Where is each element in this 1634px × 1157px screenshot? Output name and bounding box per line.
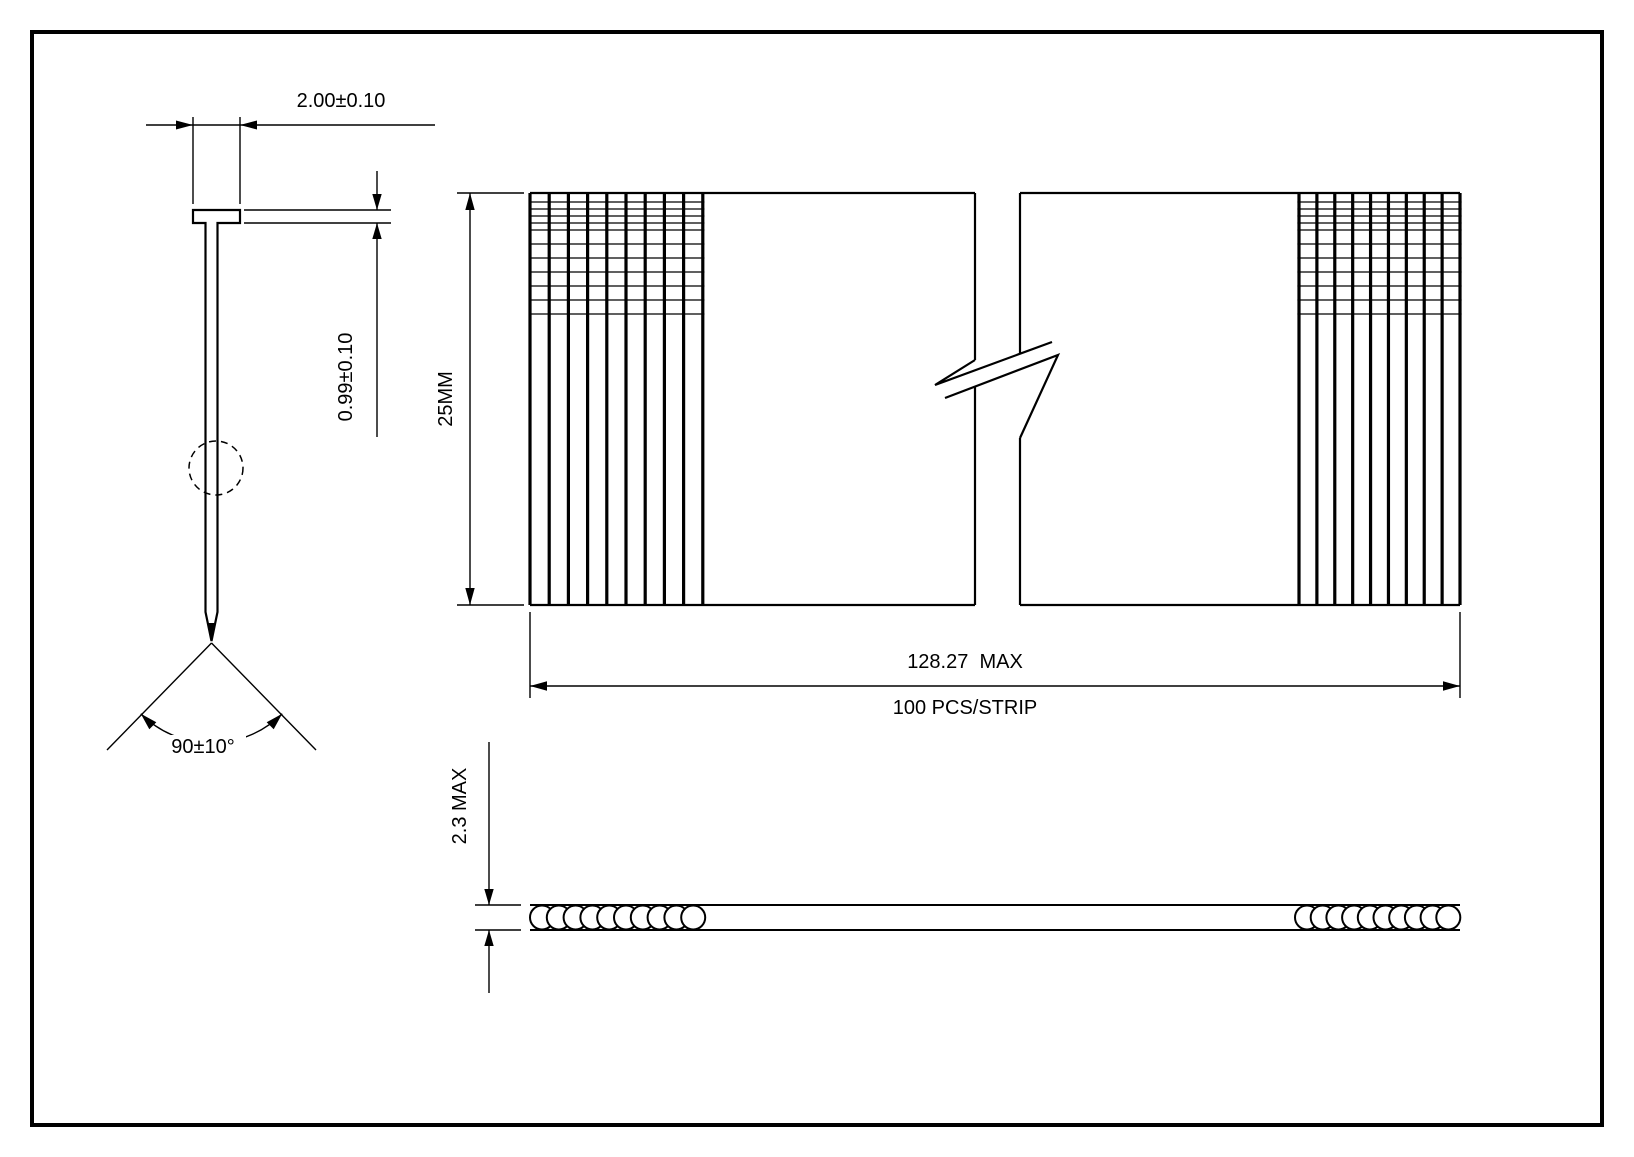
arrow-arc-left-icon — [140, 713, 157, 730]
collation-lines-left — [528, 201, 705, 315]
angle-text-mask — [160, 735, 246, 759]
arrow-up-icon — [484, 930, 494, 946]
arrow-left-icon — [530, 681, 547, 691]
arrow-down-icon — [372, 194, 382, 210]
strip-top-view — [529, 904, 1462, 931]
strip-outline-right — [1018, 191, 1460, 607]
dim-head-width: 2.00±0.10 — [146, 90, 435, 204]
arrow-right-icon — [1443, 681, 1460, 691]
nail-outline — [191, 208, 242, 642]
nail-columns-left — [528, 193, 705, 605]
tip-angle-dim-text: 90±10° — [171, 736, 234, 758]
head-circles-right — [1294, 904, 1462, 931]
dim-strip-height: 25MM — [435, 192, 524, 606]
head-width-dim-text: 2.00±0.10 — [297, 90, 386, 112]
strip-outline-left — [530, 191, 977, 607]
dim-strip-length: 128.27 MAX 100 PCS/STRIP — [529, 612, 1461, 719]
strip-front-view — [528, 191, 1462, 607]
strip-thickness-dim-text: 2.3 MAX — [449, 768, 471, 845]
arrow-right-icon — [240, 120, 257, 130]
head-circles-left — [529, 904, 707, 931]
collation-lines-right — [1297, 201, 1462, 315]
dim-tip-angle: 90±10° — [106, 642, 317, 759]
arrow-down-icon — [484, 889, 494, 905]
head-thickness-dim-text: 0.99±0.10 — [335, 333, 357, 422]
nail-tip — [207, 623, 216, 641]
arrow-up-icon — [465, 193, 475, 210]
dim-head-thickness: 0.99±0.10 — [244, 171, 391, 437]
nail-columns-right — [1297, 193, 1462, 605]
detail-circle — [188, 440, 244, 496]
arrow-up-icon — [372, 223, 382, 239]
sheet-border — [30, 30, 1604, 1127]
strip-count-label: 100 PCS/STRIP — [893, 697, 1038, 719]
arrow-arc-right-icon — [266, 713, 283, 730]
nail-side-view — [188, 208, 244, 642]
strip-length-dim-text: 128.27 MAX — [907, 651, 1023, 673]
break-symbol — [934, 340, 1061, 439]
arrow-down-icon — [465, 588, 475, 605]
dim-strip-thickness: 2.3 MAX — [449, 742, 521, 993]
strip-height-dim-text: 25MM — [435, 371, 457, 427]
arrow-left-icon — [176, 120, 193, 130]
